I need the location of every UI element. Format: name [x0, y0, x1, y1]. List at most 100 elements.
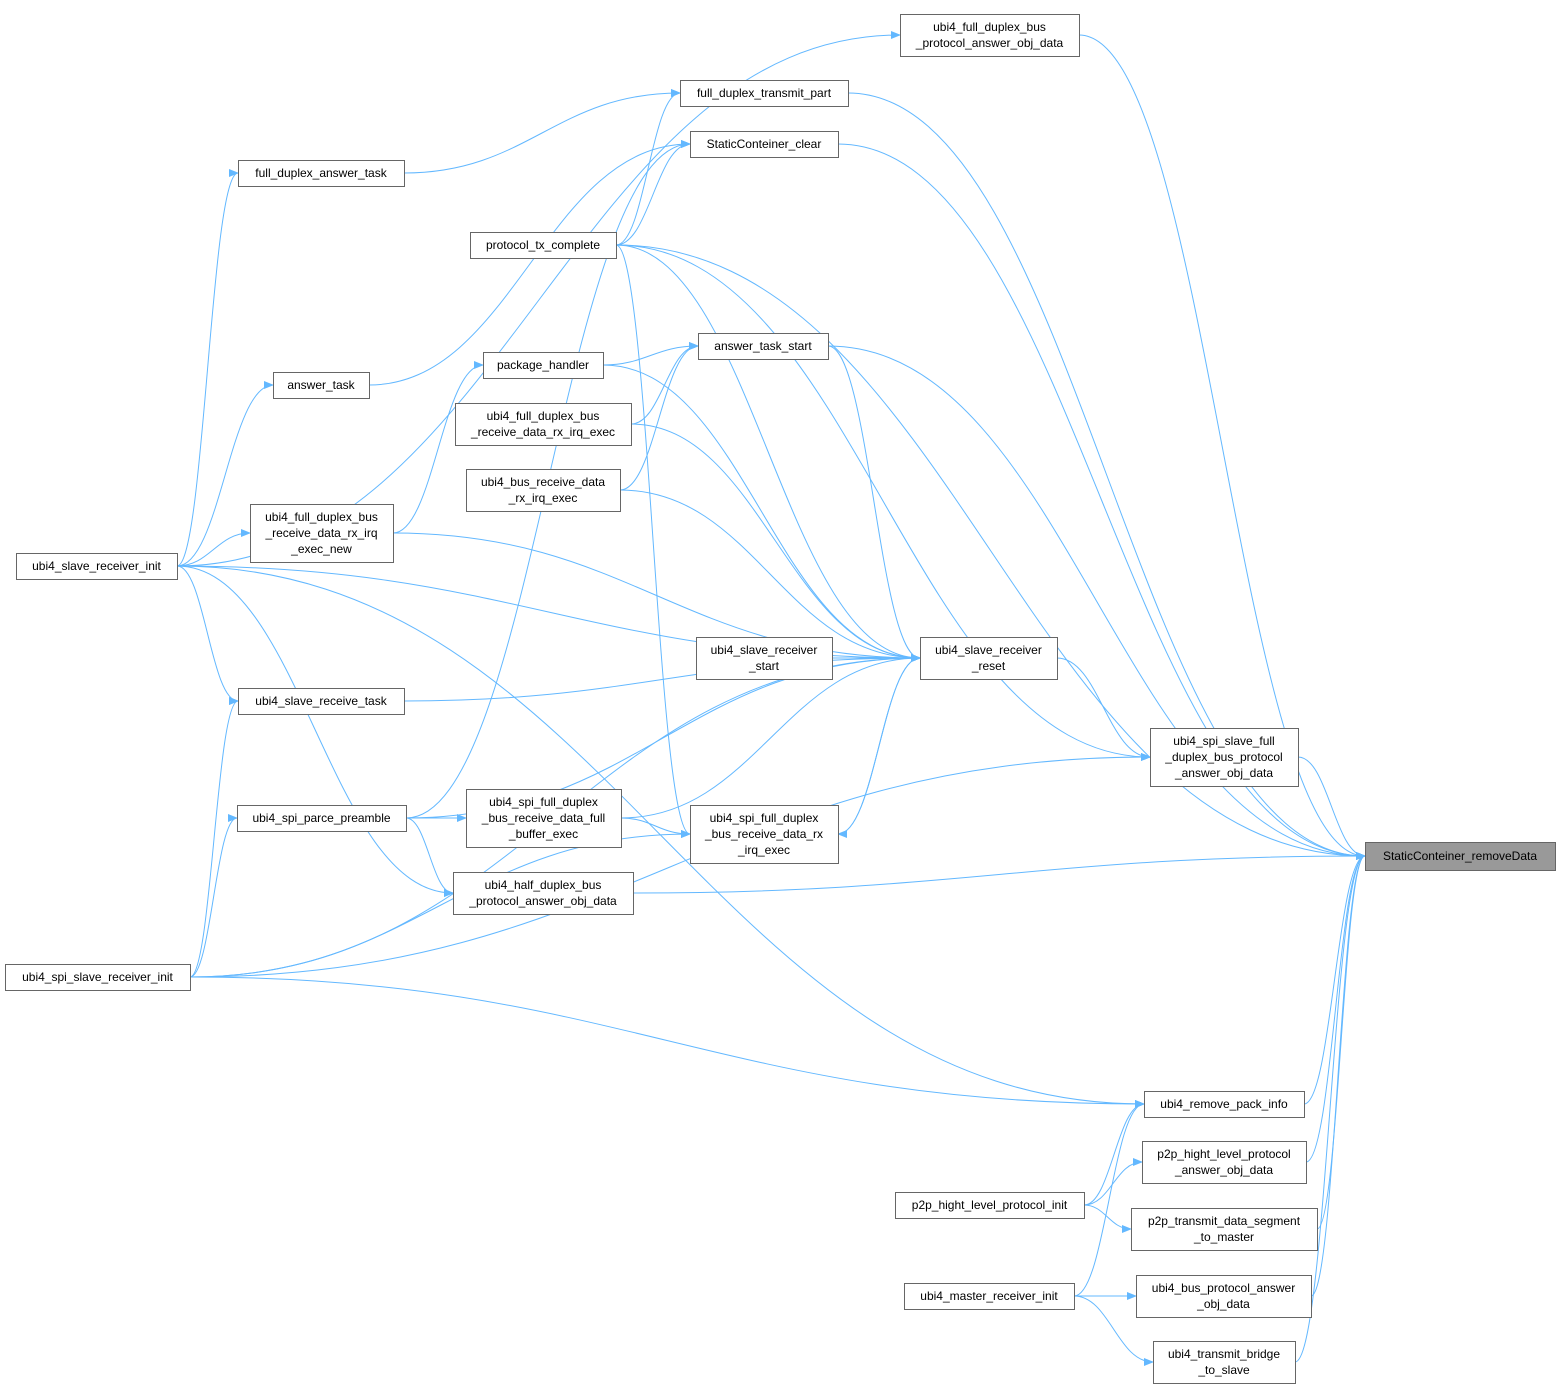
node-box	[250, 504, 394, 563]
node-box	[273, 372, 370, 399]
node-box	[16, 553, 178, 580]
node-box	[453, 872, 634, 915]
node-label: protocol_tx_complete	[486, 238, 600, 252]
graph-node[interactable]: p2p_hight_level_protocol_answer_obj_data	[1142, 1141, 1307, 1184]
graph-node[interactable]: ubi4_spi_full_duplex_bus_receive_data_fu…	[466, 789, 622, 848]
node-box	[680, 80, 849, 107]
graph-node[interactable]: ubi4_full_duplex_bus_receive_data_rx_irq…	[250, 504, 394, 563]
edge-spiSlaveRecvInit-to-removePack	[189, 976, 1145, 1108]
node-label: ubi4_full_duplex_bus	[265, 510, 378, 524]
edge-txComplete-to-spiRxIrq	[615, 244, 691, 838]
node-label: ubi4_master_receiver_init	[920, 1289, 1058, 1303]
edge-pkgHandler-to-ansTaskStart	[602, 342, 699, 366]
node-box	[1131, 1208, 1318, 1251]
graph-node[interactable]: ubi4_transmit_bridge_to_slave	[1153, 1341, 1296, 1384]
node-label: _start	[748, 659, 780, 673]
graph-node[interactable]: ubi4_slave_receive_task	[238, 688, 405, 715]
node-box	[690, 805, 839, 864]
edge-pkgHandler-to-slaveRecvReset	[602, 364, 921, 662]
graph-node[interactable]: ubi4_master_receiver_init	[904, 1283, 1075, 1310]
graph-node[interactable]: ubi4_spi_slave_receiver_init	[5, 964, 191, 991]
node-label: ubi4_half_duplex_bus	[485, 878, 602, 892]
graph-node[interactable]: ubi4_spi_parce_preamble	[237, 805, 407, 832]
node-label: _rx_irq_exec	[508, 491, 578, 505]
node-box	[1144, 1091, 1305, 1118]
node-label: full_duplex_answer_task	[255, 166, 387, 180]
graph-node[interactable]: ubi4_bus_receive_data_rx_irq_exec	[466, 469, 621, 512]
nodes-layer: StaticConteiner_removeData ubi4_full_dupl…	[5, 14, 1556, 1384]
edge-ansTaskStart-to-slaveRecvReset	[827, 345, 921, 662]
node-box	[1136, 1275, 1312, 1318]
node-box	[696, 637, 833, 680]
node-box	[238, 160, 405, 187]
graph-node[interactable]: answer_task_start	[698, 333, 829, 360]
edge-slaveRecvInit-to-fdRxIrqNew	[176, 529, 251, 567]
node-box	[698, 333, 829, 360]
graph-node[interactable]: p2p_hight_level_protocol_init	[895, 1192, 1085, 1219]
node-label: ubi4_full_duplex_bus	[487, 409, 600, 423]
graph-node[interactable]: full_duplex_transmit_part	[680, 80, 849, 107]
edge-spiSlaveRecvInit-to-slaveRecvTask	[189, 697, 239, 978]
graph-node[interactable]: ubi4_full_duplex_bus _receive_data_rx_irq…	[455, 403, 632, 446]
graph-node[interactable]: package_handler	[483, 352, 604, 379]
edge-removePack-to-removeData	[1303, 852, 1366, 1105]
edge-spiParce-to-hdProtoAns	[405, 817, 454, 897]
node-label: _receive_data_rx_irq_exec	[470, 425, 615, 439]
edge-ansTaskStart-to-removeData	[827, 345, 1366, 860]
node-box	[237, 805, 407, 832]
edge-spiFullBuf-to-spiRxIrq	[620, 817, 691, 838]
graph-node[interactable]: ubi4_remove_pack_info	[1144, 1091, 1305, 1118]
graph-node[interactable]: full_duplex_answer_task	[238, 160, 405, 187]
node-box	[690, 131, 839, 158]
graph-node[interactable]: p2p_transmit_data_segment_to_master	[1131, 1208, 1318, 1251]
node-label: _duplex_bus_protocol	[1164, 750, 1282, 764]
graph-node[interactable]: ubi4_spi_full_duplex _bus_receive_data_rx…	[690, 805, 839, 864]
edge-txComplete-to-removeData	[615, 244, 1366, 860]
graph-node[interactable]: ubi4_spi_slave_full_duplex_bus_protocol_…	[1150, 728, 1299, 787]
edge-slaveRecvInit-to-hdProtoAns	[176, 565, 454, 897]
edge-p2pInit-to-removePack	[1083, 1100, 1145, 1206]
node-box	[455, 403, 632, 446]
node-box	[1365, 842, 1556, 871]
edge-busRxIrq-to-slaveRecvReset	[619, 489, 921, 662]
graph-node[interactable]: ubi4_slave_receiver_reset	[920, 637, 1058, 680]
node-box	[466, 789, 622, 848]
node-label: ubi4_remove_pack_info	[1160, 1097, 1288, 1111]
graph-node[interactable]: answer_task	[273, 372, 370, 399]
edge-ansTask-to-clear	[368, 140, 691, 386]
node-box	[895, 1192, 1085, 1219]
node-box	[1150, 728, 1299, 787]
graph-node[interactable]: ubi4_bus_protocol_answer_obj_data	[1136, 1275, 1312, 1318]
edge-spiSlaveRecvInit-to-spiSlaveFdAns	[189, 753, 1151, 978]
node-label: _protocol_answer_obj_data	[915, 36, 1064, 50]
graph-node[interactable]: ubi4_slave_receiver_start	[696, 637, 833, 680]
graph-node[interactable]: ubi4_full_duplex_bus _protocol_answer_obj…	[900, 14, 1080, 57]
edge-p2pTx-to-removeData	[1316, 852, 1366, 1230]
node-label: _bus_receive_data_rx	[704, 827, 823, 841]
target-node[interactable]: StaticConteiner_removeData	[1365, 842, 1556, 871]
node-label: _to_slave	[1197, 1363, 1250, 1377]
edge-slaveRecvInit-to-fdAnsTask	[176, 169, 239, 567]
edge-p2pAns-to-removeData	[1305, 852, 1366, 1163]
edge-txComplete-to-clear	[615, 140, 691, 246]
node-box	[483, 352, 604, 379]
node-label: ubi4_full_duplex_bus	[933, 20, 1046, 34]
node-label: _obj_data	[1196, 1297, 1250, 1311]
graph-node[interactable]: ubi4_half_duplex_bus_protocol_answer_obj…	[453, 872, 634, 915]
edge-fdTxPart-to-removeData	[847, 92, 1366, 860]
node-box	[904, 1283, 1075, 1310]
node-box	[900, 14, 1080, 57]
edge-clear-to-removeData	[837, 143, 1366, 860]
node-label: StaticConteiner_clear	[707, 137, 822, 151]
edge-fdProtoAns-to-removeData	[1078, 34, 1366, 860]
graph-node[interactable]: protocol_tx_complete	[470, 232, 617, 259]
edge-masterRecvInit-to-removePack	[1073, 1100, 1145, 1297]
edge-masterRecvInit-to-txBridge	[1073, 1295, 1154, 1366]
graph-node[interactable]: StaticConteiner_clear	[690, 131, 839, 158]
node-label: p2p_transmit_data_segment	[1148, 1214, 1301, 1228]
graph-node[interactable]: ubi4_slave_receiver_init	[16, 553, 178, 580]
node-box	[238, 688, 405, 715]
node-label: ubi4_spi_full_duplex	[710, 811, 819, 825]
node-label: ubi4_spi_parce_preamble	[252, 811, 390, 825]
node-box	[466, 469, 621, 512]
